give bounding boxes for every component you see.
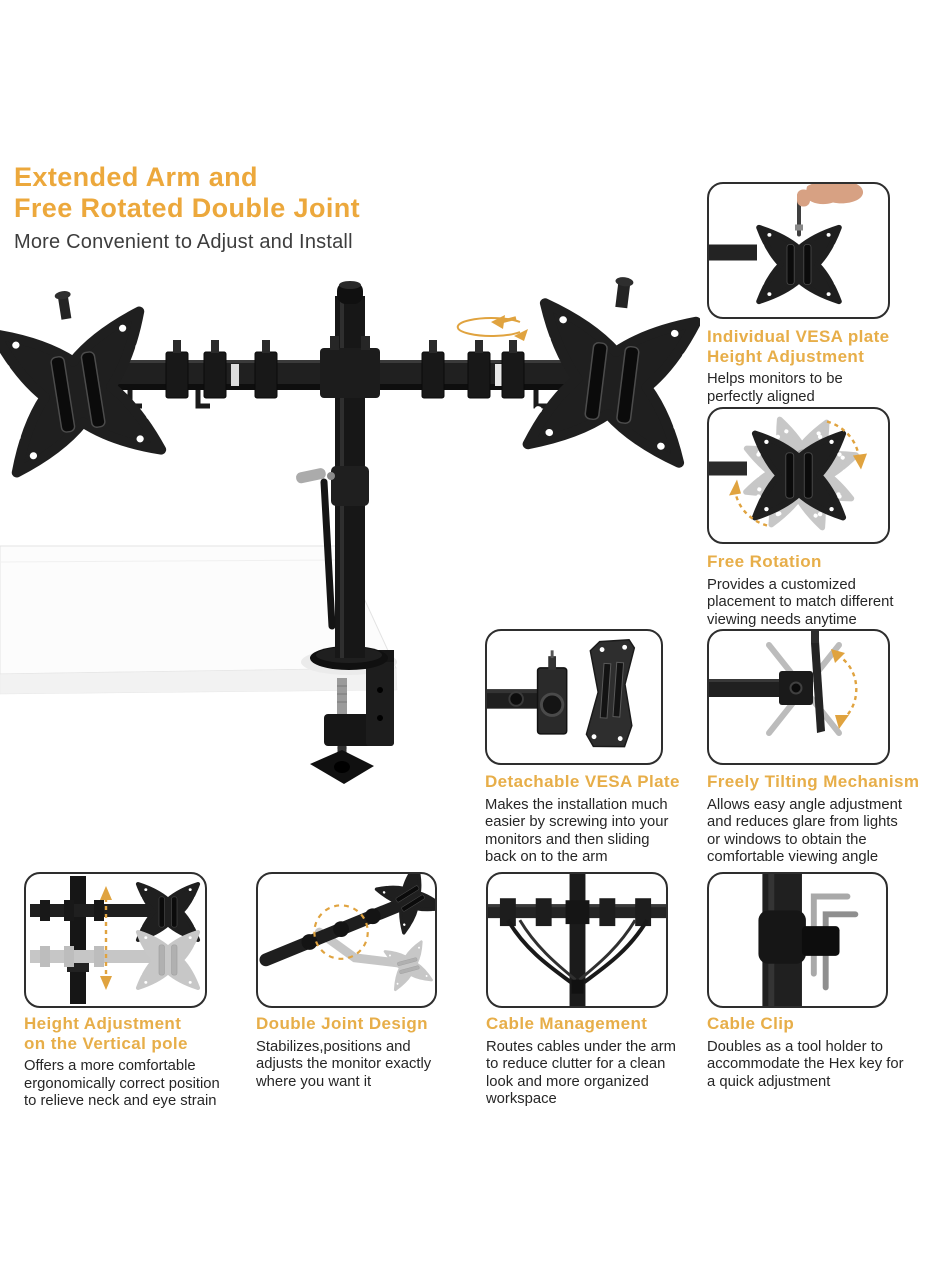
feature-title: Individual VESA plate <box>707 327 890 346</box>
card-tilting-caption: Freely Tilting Mechanism Allows easy ang… <box>707 772 925 867</box>
feature-body-line: Offers a more comfortable <box>24 1058 196 1074</box>
feature-title: Height Adjustment <box>24 1014 182 1033</box>
rotation-arrows-icon <box>456 315 528 341</box>
feature-body-line: Stabilizes,positions and <box>256 1038 411 1055</box>
card-cable-clip-image <box>707 872 888 1008</box>
card-double-joint-caption: Double Joint Design Stabilizes,positions… <box>256 1014 474 1091</box>
card-individual-vesa-caption: Individual VESA plate Height Adjustment … <box>707 327 925 406</box>
feature-body-line: or windows to obtain the <box>707 831 867 848</box>
headline-line-2: Free Rotated Double Joint <box>14 193 361 223</box>
detachable-vesa-illustration <box>487 639 636 748</box>
cable-clip-illustration <box>758 874 859 1006</box>
feature-title: on the Vertical pole <box>24 1033 188 1053</box>
feature-body-line: accommodate the Hex key for <box>707 1056 904 1073</box>
card-detachable-vesa-image <box>485 629 663 765</box>
feature-body-line: and reduces glare from lights <box>707 814 898 831</box>
clip-block <box>801 926 840 956</box>
right-vesa-plate <box>528 277 700 463</box>
card-cable-clip-caption: Cable Clip Doubles as a tool holder to a… <box>707 1014 925 1091</box>
feature-body-line: a quick adjustment <box>707 1073 831 1090</box>
feature-body-line: monitors and then sliding <box>485 831 650 848</box>
desk-edge <box>0 667 398 695</box>
rotation-arc-arrows-icon <box>733 420 861 527</box>
feature-body-line: Helps monitors to be <box>707 371 843 387</box>
desk-clamp <box>310 646 394 784</box>
card-tilting-image <box>707 629 890 765</box>
feature-title: Cable Management <box>486 1014 648 1033</box>
feature-title: Height Adjustment <box>707 346 865 366</box>
headline-subtitle: More Convenient to Adjust and Install <box>14 231 353 253</box>
feature-body-line: Routes cables under the arm <box>486 1038 676 1055</box>
card-detachable-vesa-caption: Detachable VESA Plate Makes the installa… <box>485 772 703 867</box>
feature-title: Detachable VESA Plate <box>485 772 680 791</box>
card-double-joint-image <box>256 872 437 1008</box>
card-height-adjustment-caption: Height Adjustment on the Vertical pole O… <box>24 1014 242 1111</box>
feature-title: Double Joint Design <box>256 1014 428 1033</box>
card-cable-management-image <box>486 872 668 1008</box>
headline-block: Extended Arm and Free Rotated Double Joi… <box>14 162 360 254</box>
feature-body-line: comfortable viewing angle <box>707 849 879 866</box>
tilt-arc-arrow-icon <box>836 653 858 722</box>
cable-management-illustration <box>488 874 666 1006</box>
feature-body-line: adjusts the monitor exactly <box>256 1056 432 1073</box>
left-vesa-plate <box>0 291 161 473</box>
height-adjustment-illustration <box>30 876 205 1004</box>
card-free-rotation-image <box>707 407 890 544</box>
feature-body-line: Doubles as a tool holder to <box>707 1038 884 1055</box>
card-individual-vesa-image <box>707 182 890 319</box>
loose-vesa-plate <box>585 639 636 748</box>
pole-height-clamp <box>296 466 369 630</box>
feature-body-line: to reduce clutter for a clean <box>486 1056 666 1073</box>
tension-lever <box>320 478 336 630</box>
tilting-illustration <box>709 631 858 736</box>
headline-line-1: Extended Arm and <box>14 162 258 192</box>
hand-icon <box>805 184 864 205</box>
card-cable-management-caption: Cable Management Routes cables under the… <box>486 1014 704 1109</box>
feature-body-line: viewing needs anytime <box>707 611 857 628</box>
individual-vesa-illustration <box>709 184 864 317</box>
feature-title: Cable Clip <box>707 1014 795 1033</box>
feature-body-line: Provides a customized <box>707 576 856 593</box>
dual-arms <box>110 336 590 409</box>
feature-body-line: ergonomically correct position <box>24 1075 220 1092</box>
feature-title: Free Rotation <box>707 552 822 571</box>
feature-body-line: look and more organized <box>486 1073 649 1090</box>
feature-body-line: Allows easy angle adjustment <box>707 796 902 813</box>
main-product-image <box>0 277 700 784</box>
free-rotation-illustration <box>709 409 867 542</box>
card-height-adjustment-image <box>24 872 207 1008</box>
hex-key-icon <box>822 911 859 991</box>
feature-body-line: Makes the installation much <box>485 796 668 813</box>
double-joint-illustration <box>259 874 435 992</box>
feature-body-line: placement to match different <box>707 594 894 611</box>
feature-body-line: back on to the arm <box>485 849 608 866</box>
feature-body-line: easier by screwing into your <box>485 814 669 831</box>
feature-body-line: workspace <box>486 1091 557 1108</box>
card-free-rotation-caption: Free Rotation Provides a customized plac… <box>707 552 925 629</box>
feature-title: Freely Tilting Mechanism <box>707 772 920 791</box>
feature-body-line: where you want it <box>256 1073 372 1090</box>
feature-body-line: to relieve neck and eye strain <box>24 1093 217 1110</box>
feature-body-line: perfectly aligned <box>707 388 815 405</box>
